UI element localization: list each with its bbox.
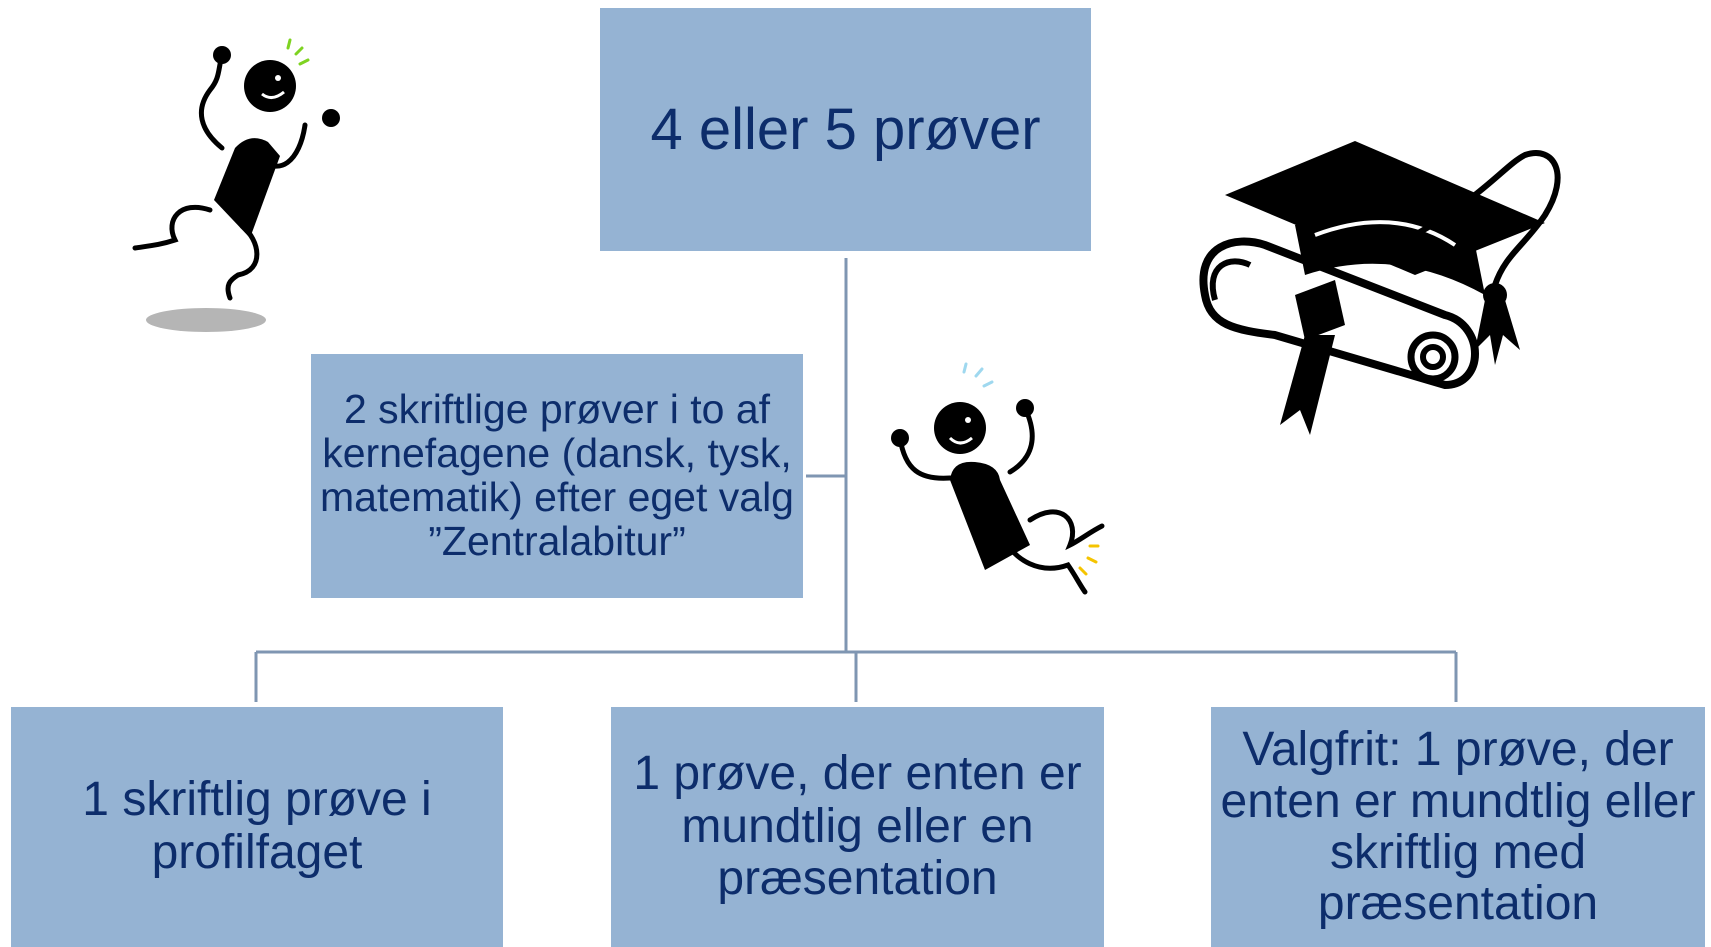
child-node-1: 1 skriftlig prøve i profilfaget [11, 707, 503, 947]
child-1-label: 1 skriftlig prøve i profilfaget [82, 773, 432, 879]
root-label: 4 eller 5 prøver [650, 96, 1041, 162]
jumping-figure-icon [132, 38, 340, 332]
child-node-2: 1 prøve, der enten er mundtlig eller en … [611, 707, 1104, 947]
side-label: 2 skriftlige prøver i to af kernefagene … [320, 386, 794, 564]
child-2-label: 1 prøve, der enten er mundtlig eller en … [633, 746, 1082, 906]
child-3-label: Valgfrit: 1 prøve, der enten er mundtlig… [1220, 723, 1696, 931]
dancing-figure-icon [891, 362, 1105, 595]
graduation-cap-diploma-icon [1199, 141, 1561, 435]
child-node-3: Valgfrit: 1 prøve, der enten er mundtlig… [1211, 707, 1705, 947]
root-node: 4 eller 5 prøver [600, 8, 1091, 251]
side-node: 2 skriftlige prøver i to af kernefagene … [311, 354, 803, 598]
